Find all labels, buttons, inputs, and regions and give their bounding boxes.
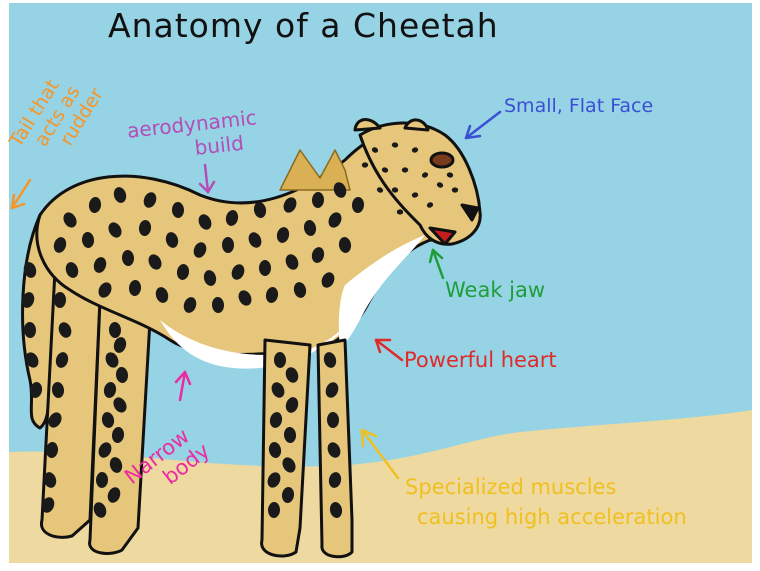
body-arrow	[176, 372, 190, 400]
jaw-arrow	[430, 250, 443, 278]
muscles-arrow	[362, 430, 398, 478]
aerodynamic-arrow	[200, 165, 214, 192]
heart-arrow	[376, 340, 402, 360]
face-arrow	[466, 112, 500, 138]
tail-arrow	[12, 180, 30, 208]
